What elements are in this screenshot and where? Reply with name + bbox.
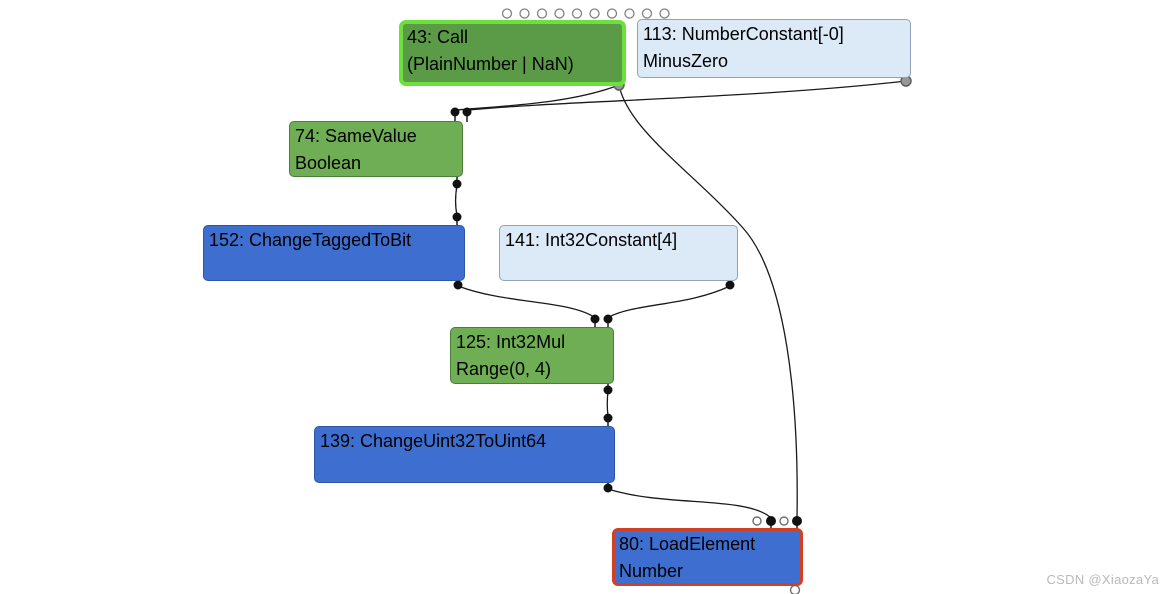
node-139-input-port[interactable] bbox=[603, 413, 613, 423]
node-80-input-port-3[interactable] bbox=[779, 516, 789, 526]
edge-74-152 bbox=[454, 184, 458, 216]
edge-125-139 bbox=[606, 390, 609, 417]
node-74-input-port-1[interactable] bbox=[450, 107, 460, 117]
hidden-port-icon[interactable] bbox=[641, 8, 653, 19]
node-80-input-port-4[interactable] bbox=[792, 516, 802, 526]
node-title: 152: ChangeTaggedToBit bbox=[209, 230, 412, 250]
node-125-input-port-2[interactable] bbox=[603, 314, 613, 324]
edge-141-125 bbox=[608, 285, 731, 318]
edge-152-125 bbox=[457, 285, 595, 318]
node-80-input-port-1[interactable] bbox=[752, 516, 762, 526]
hidden-port-icon[interactable] bbox=[624, 8, 635, 19]
node-80-input-port-2[interactable] bbox=[766, 516, 776, 526]
node-139-output-port[interactable] bbox=[603, 483, 613, 493]
node-152-output-port[interactable] bbox=[453, 280, 463, 290]
node-125-int32mul[interactable]: 125: Int32Mul Range(0, 4) bbox=[450, 327, 614, 384]
edge-139-80 bbox=[607, 488, 771, 518]
node-80-output-port[interactable] bbox=[789, 584, 801, 594]
node-title: 80: LoadElement bbox=[619, 534, 756, 554]
node-43-call[interactable]: 43: Call (PlainNumber | NaN) bbox=[399, 20, 626, 86]
node-subtitle: Number bbox=[619, 561, 684, 581]
hidden-port-icon[interactable] bbox=[589, 8, 600, 19]
edge-43-80 bbox=[618, 84, 798, 519]
node-subtitle: MinusZero bbox=[643, 51, 729, 71]
hidden-port-icon[interactable] bbox=[501, 8, 513, 19]
node-152-input-port[interactable] bbox=[452, 212, 462, 222]
node-74-output-port[interactable] bbox=[452, 179, 462, 189]
node-74-input-port-2[interactable] bbox=[462, 107, 472, 117]
hidden-port-icon[interactable] bbox=[536, 8, 548, 19]
node-subtitle: (PlainNumber | NaN) bbox=[407, 54, 574, 74]
watermark: CSDN @XiaozaYa bbox=[1046, 572, 1159, 587]
hidden-port-icon[interactable] bbox=[659, 8, 670, 19]
node-subtitle: Boolean bbox=[295, 153, 362, 173]
node-title: 125: Int32Mul bbox=[456, 332, 566, 352]
node-title: 141: Int32Constant[4] bbox=[505, 230, 678, 250]
node-80-loadelement[interactable]: 80: LoadElement Number bbox=[612, 528, 803, 586]
node-74-samevalue[interactable]: 74: SameValue Boolean bbox=[289, 121, 463, 177]
node-title: 113: NumberConstant[-0] bbox=[643, 24, 844, 44]
hidden-port-icon[interactable] bbox=[606, 8, 618, 19]
node-title: 139: ChangeUint32ToUint64 bbox=[320, 431, 547, 451]
node-43-hidden-input-ports bbox=[501, 8, 670, 19]
node-125-output-port[interactable] bbox=[603, 385, 613, 395]
hidden-port-icon[interactable] bbox=[571, 8, 583, 19]
node-113-numberconstant[interactable]: 113: NumberConstant[-0] MinusZero bbox=[637, 19, 911, 78]
node-125-input-port-1[interactable] bbox=[590, 314, 600, 324]
hidden-port-icon[interactable] bbox=[554, 8, 565, 19]
node-title: 74: SameValue bbox=[295, 126, 417, 146]
node-141-int32constant[interactable]: 141: Int32Constant[4] bbox=[499, 225, 738, 281]
node-152-changetaggedtobit[interactable]: 152: ChangeTaggedToBit bbox=[203, 225, 465, 281]
node-subtitle: Range(0, 4) bbox=[456, 359, 552, 379]
node-141-output-port[interactable] bbox=[725, 280, 735, 290]
hidden-port-icon[interactable] bbox=[519, 8, 530, 19]
node-139-changeuint32touint64[interactable]: 139: ChangeUint32ToUint64 bbox=[314, 426, 615, 483]
node-title: 43: Call bbox=[407, 27, 469, 47]
edge-113-74 bbox=[468, 80, 907, 111]
edge-43-74 bbox=[456, 84, 620, 111]
